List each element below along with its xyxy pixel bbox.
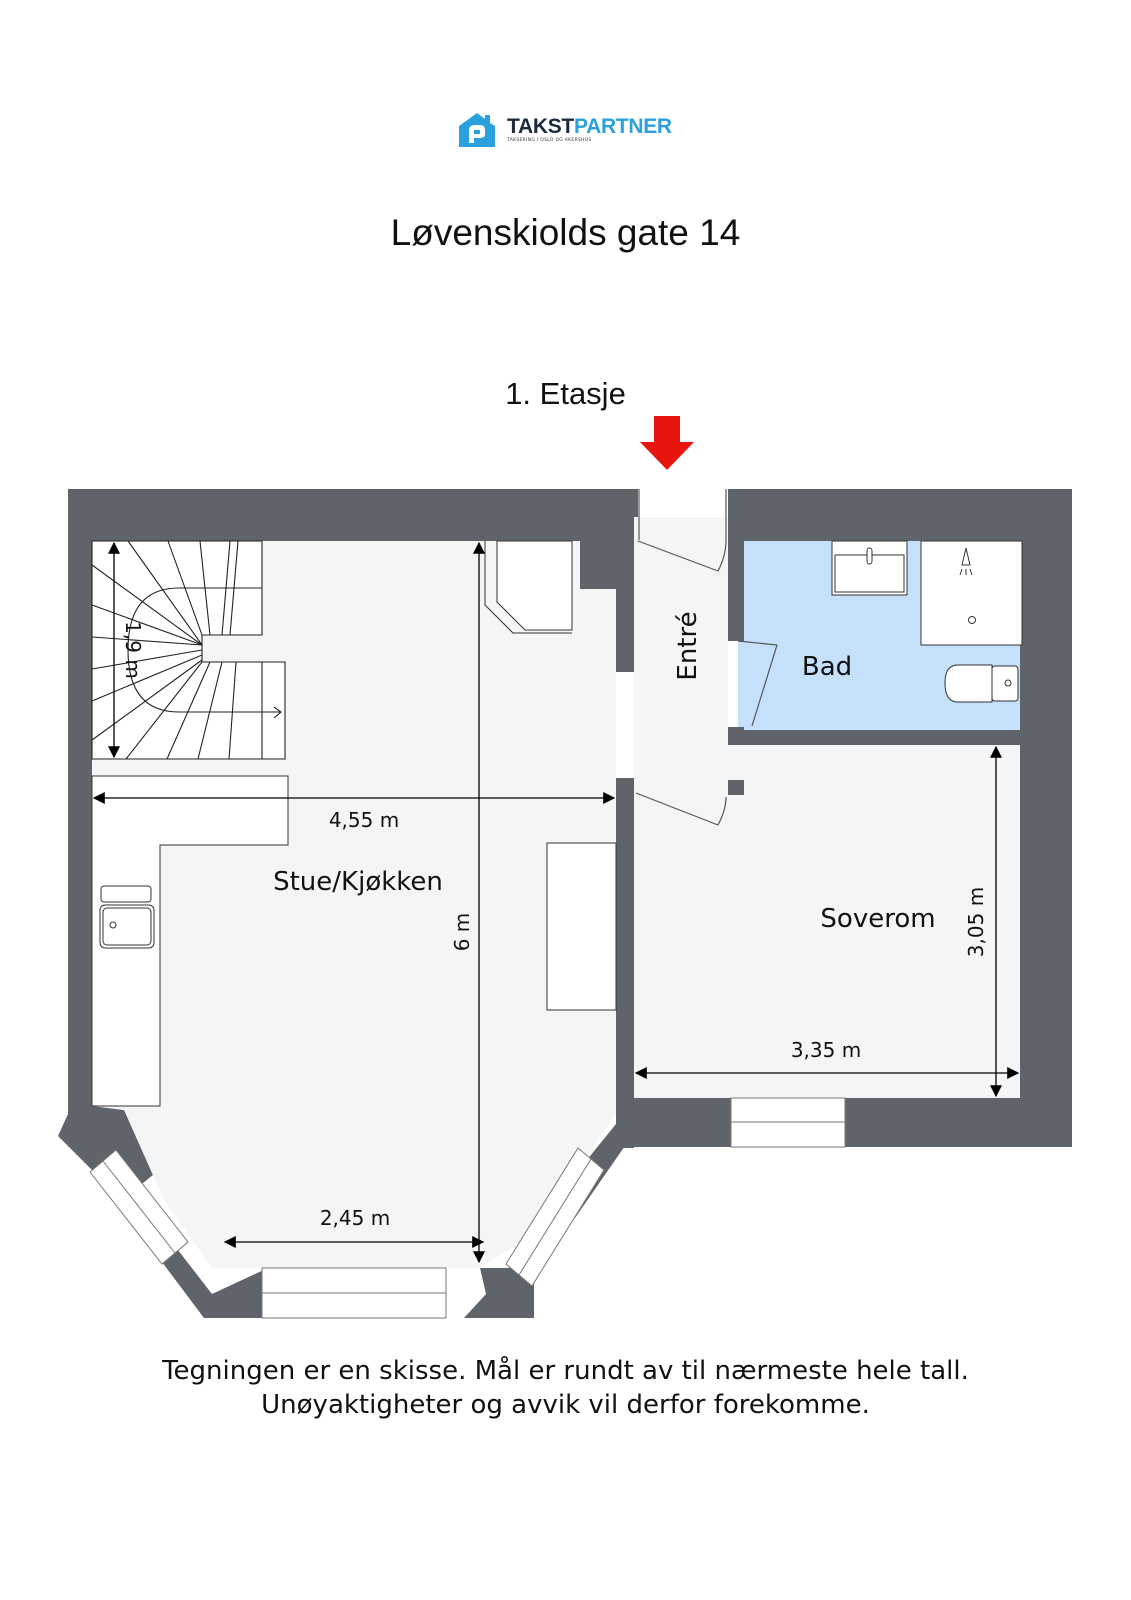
dim-soverom-width: 3,35 m [791,1038,861,1062]
shower-icon [920,540,1023,646]
windows [89,1097,846,1319]
disclaimer-line-1: Tegningen er en skisse. Mål er rundt av … [162,1356,969,1386]
logo-brand: TAKSTPARTNER [507,115,672,139]
dim-stue-length: 6 m [450,913,474,952]
corner-cabinet [496,540,573,631]
bathroom-sink-icon [831,540,908,596]
floor-label: 1. Etasje [505,376,626,411]
takstpartner-logo: TAKSTPARTNER TAKSERING I OSLO OG AKERSHU… [455,110,672,150]
page-title: Løvenskiolds gate 14 [390,212,741,253]
logo-tagline: TAKSERING I OSLO OG AKERSHUS [507,138,592,144]
bedroom-door [635,792,719,826]
cabinet [546,842,617,1011]
room-label-bad: Bad [802,652,852,682]
room-label-entre: Entré [673,611,703,680]
dim-bay-width: 2,45 m [320,1206,390,1230]
toilet-icon [944,664,1019,703]
room-soverom [634,745,1020,1098]
arrow-down-icon [640,416,694,470]
house-icon [459,113,495,147]
dim-stair-height: 1,9 m [121,621,145,679]
dimension-lines [92,541,1020,1264]
room-label-stue-kjokken: Stue/Kjøkken [273,867,443,897]
kitchen-counter [91,775,289,1107]
dim-stue-width: 4,55 m [329,808,399,832]
room-label-soverom: Soverom [820,904,935,934]
bathroom-door [737,640,778,727]
dim-soverom-length: 3,05 m [964,887,988,957]
staircase [91,540,286,760]
kitchen-sink-icon [99,885,155,949]
disclaimer-line-2: Unøyaktigheter og avvik vil derfor forek… [261,1390,870,1420]
